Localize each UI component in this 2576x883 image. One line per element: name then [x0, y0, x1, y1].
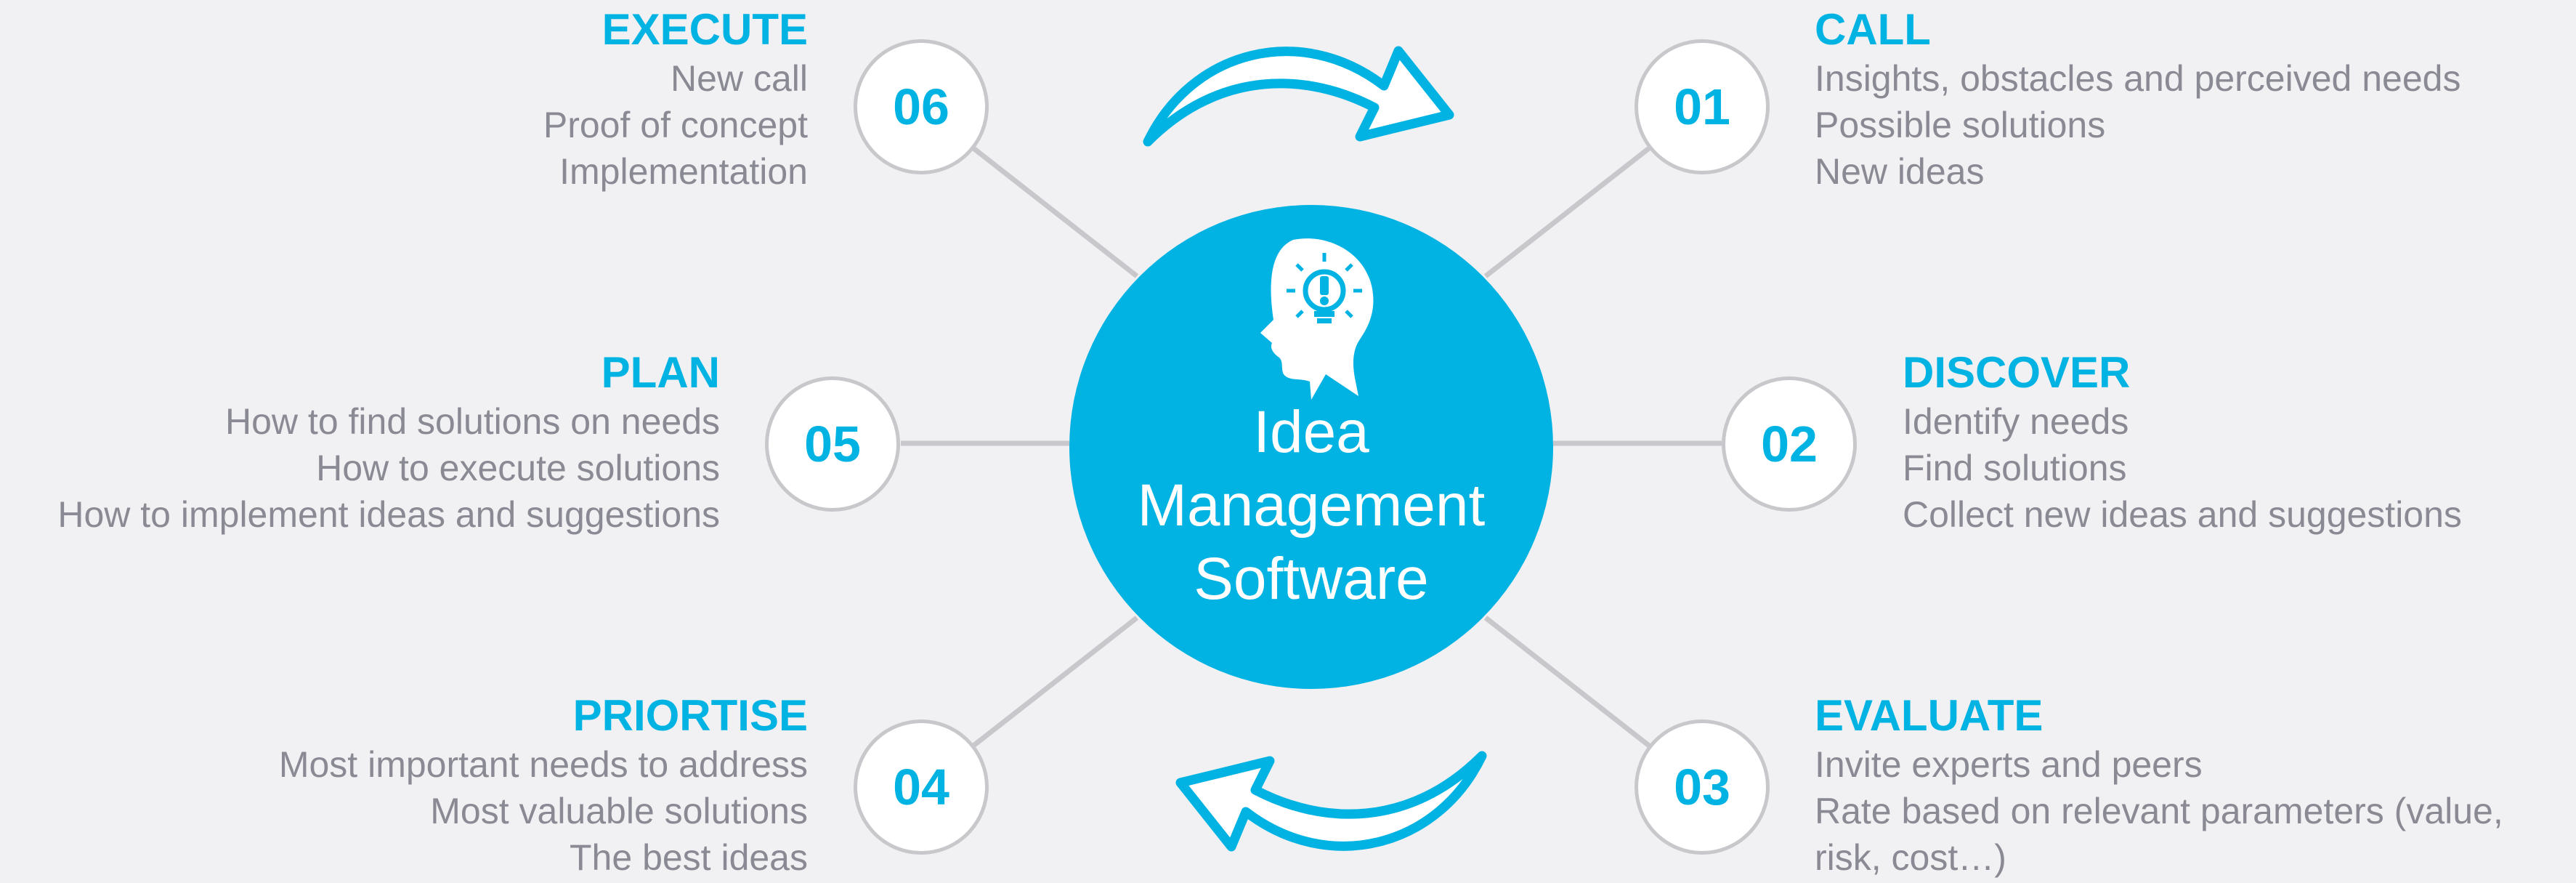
center-label-line: Idea: [1253, 399, 1369, 465]
step-title: EVALUATE: [1815, 691, 2044, 740]
step-line: Insights, obstacles and perceived needs: [1815, 58, 2461, 99]
step-number-03: 03: [1635, 719, 1770, 855]
step-line: How to implement ideas and suggestions: [57, 494, 720, 535]
step-title: DISCOVER: [1903, 348, 2131, 397]
curved-arrow-icon: [1175, 751, 1487, 852]
connector-06: [971, 146, 1139, 278]
head-lightbulb-icon: [1260, 238, 1374, 400]
step-line: Find solutions: [1903, 448, 2127, 488]
step-title: PRIORTISE: [572, 691, 808, 740]
step-title: CALL: [1815, 5, 1931, 54]
step-block-priortise: PRIORTISE Most important needs to addres…: [279, 690, 808, 881]
step-block-plan: PLAN How to find solutions on needs How …: [57, 347, 720, 538]
step-line: Invite experts and peers: [1815, 744, 2203, 785]
step-block-discover: DISCOVER Identify needs Find solutions C…: [1903, 347, 2462, 538]
center-circle: Idea Management Software: [1069, 205, 1553, 689]
step-line: Collect new ideas and suggestions: [1903, 494, 2462, 535]
curved-arrow-icon: [1143, 46, 1454, 147]
step-line: Implementation: [559, 151, 808, 192]
step-line: How to find solutions on needs: [225, 401, 720, 442]
step-line: Rate based on relevant parameters (value…: [1815, 791, 2503, 831]
step-line: Most valuable solutions: [430, 791, 808, 831]
step-line: New call: [671, 58, 808, 99]
step-line: The best ideas: [570, 837, 808, 878]
connector-03: [1483, 616, 1651, 748]
step-line: risk, cost…): [1815, 837, 2006, 878]
step-block-call: CALL Insights, obstacles and perceived n…: [1815, 4, 2460, 195]
step-number-04: 04: [854, 719, 989, 855]
step-title: PLAN: [601, 348, 720, 397]
step-number-05: 05: [765, 376, 900, 512]
step-block-execute: EXECUTE New call Proof of concept Implem…: [543, 4, 808, 195]
connector-01: [1483, 146, 1651, 278]
center-label-line: Software: [1194, 546, 1429, 612]
step-line: Possible solutions: [1815, 105, 2106, 145]
step-number-06: 06: [854, 39, 989, 174]
step-block-evaluate: EVALUATE Invite experts and peers Rate b…: [1815, 690, 2503, 881]
step-number-01: 01: [1635, 39, 1770, 174]
step-line: Proof of concept: [543, 105, 808, 145]
step-line: How to execute solutions: [316, 448, 720, 488]
center-label: Idea Management Software: [1069, 395, 1553, 616]
step-number-02: 02: [1722, 376, 1857, 512]
step-line: Most important needs to address: [278, 744, 808, 785]
center-label-line: Management: [1137, 472, 1486, 539]
step-line: Identify needs: [1903, 401, 2129, 442]
step-title: EXECUTE: [602, 5, 808, 54]
step-line: New ideas: [1815, 151, 1985, 192]
connector-04: [971, 616, 1139, 748]
